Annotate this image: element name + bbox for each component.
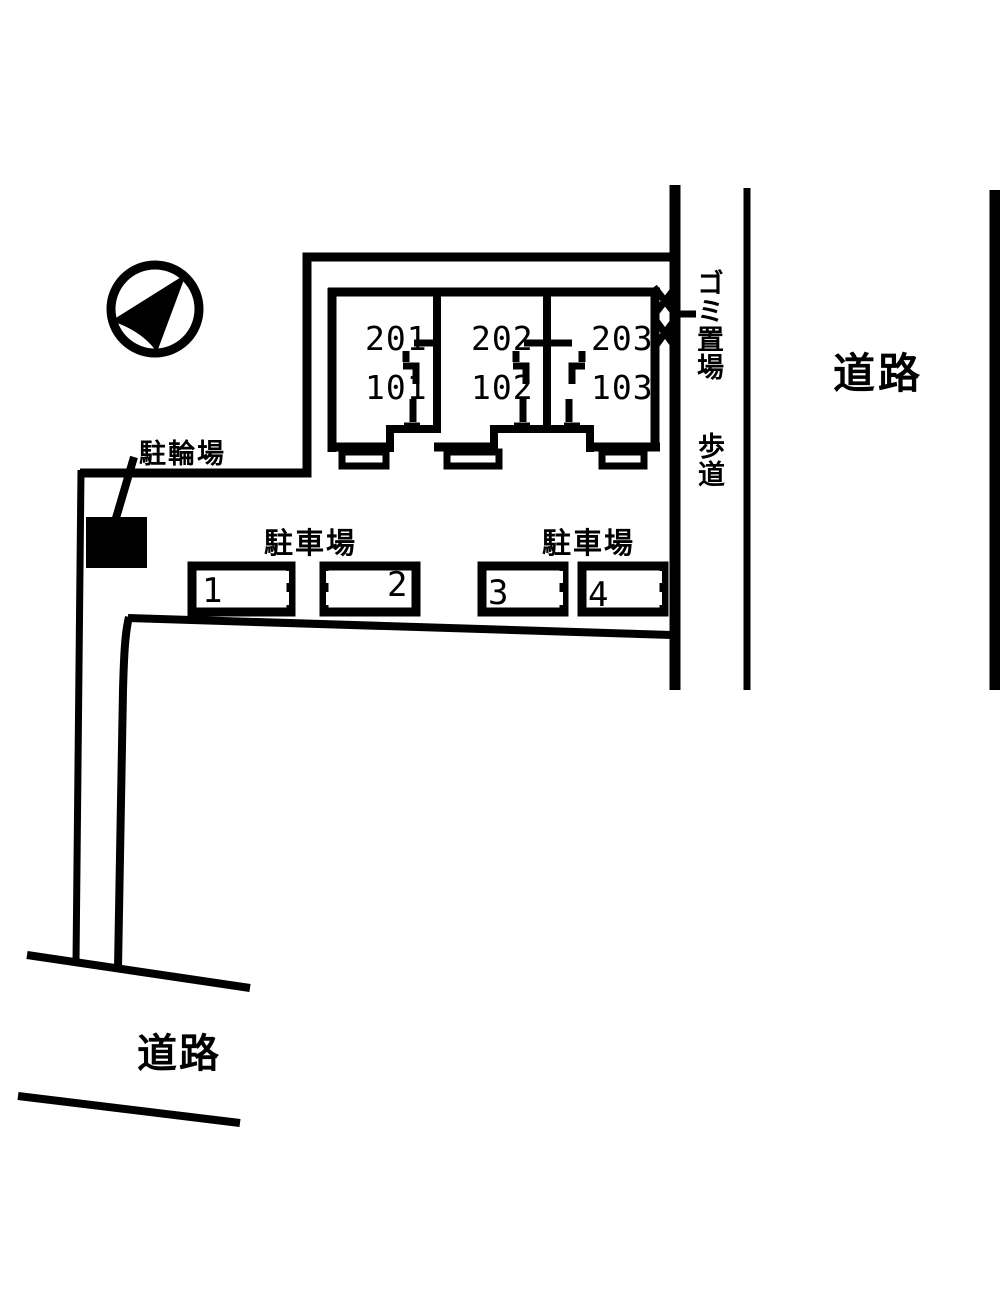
unit-102-number: 102 — [471, 368, 534, 407]
parking-label-right: 駐車場 — [542, 528, 636, 560]
road-label-bottom: 道路 — [137, 1032, 221, 1076]
unit-202-number: 202 — [471, 319, 534, 358]
parking-label-left: 駐車場 — [264, 528, 358, 560]
road-label-right: 道路 — [833, 350, 924, 397]
bicycle-parking-block — [86, 455, 147, 568]
entry-porches — [338, 448, 648, 470]
parking-space-2-number: 2 — [387, 565, 408, 605]
sidewalk-label: 歩道 — [694, 432, 724, 488]
bicycle-parking-label: 駐輪場 — [139, 439, 226, 469]
stairs-icon — [402, 339, 586, 430]
north-arrow-icon — [106, 260, 204, 358]
unit-201-number: 201 — [365, 319, 428, 358]
garbage-x-icon — [651, 284, 696, 351]
road-edge-lines — [17, 185, 1000, 1127]
parking-dash-gaps — [282, 571, 662, 605]
parking-space-3-number: 3 — [488, 573, 509, 613]
unit-101-number: 101 — [365, 368, 428, 407]
parking-space-4-number: 4 — [588, 575, 609, 615]
unit-103-number: 103 — [591, 368, 654, 407]
parking-space-outlines — [187, 561, 669, 617]
property-boundary — [72, 252, 675, 969]
garbage-area-label: ゴミ置場 — [693, 269, 723, 381]
parking-space-1-number: 1 — [202, 571, 223, 611]
unit-203-number: 203 — [591, 319, 654, 358]
